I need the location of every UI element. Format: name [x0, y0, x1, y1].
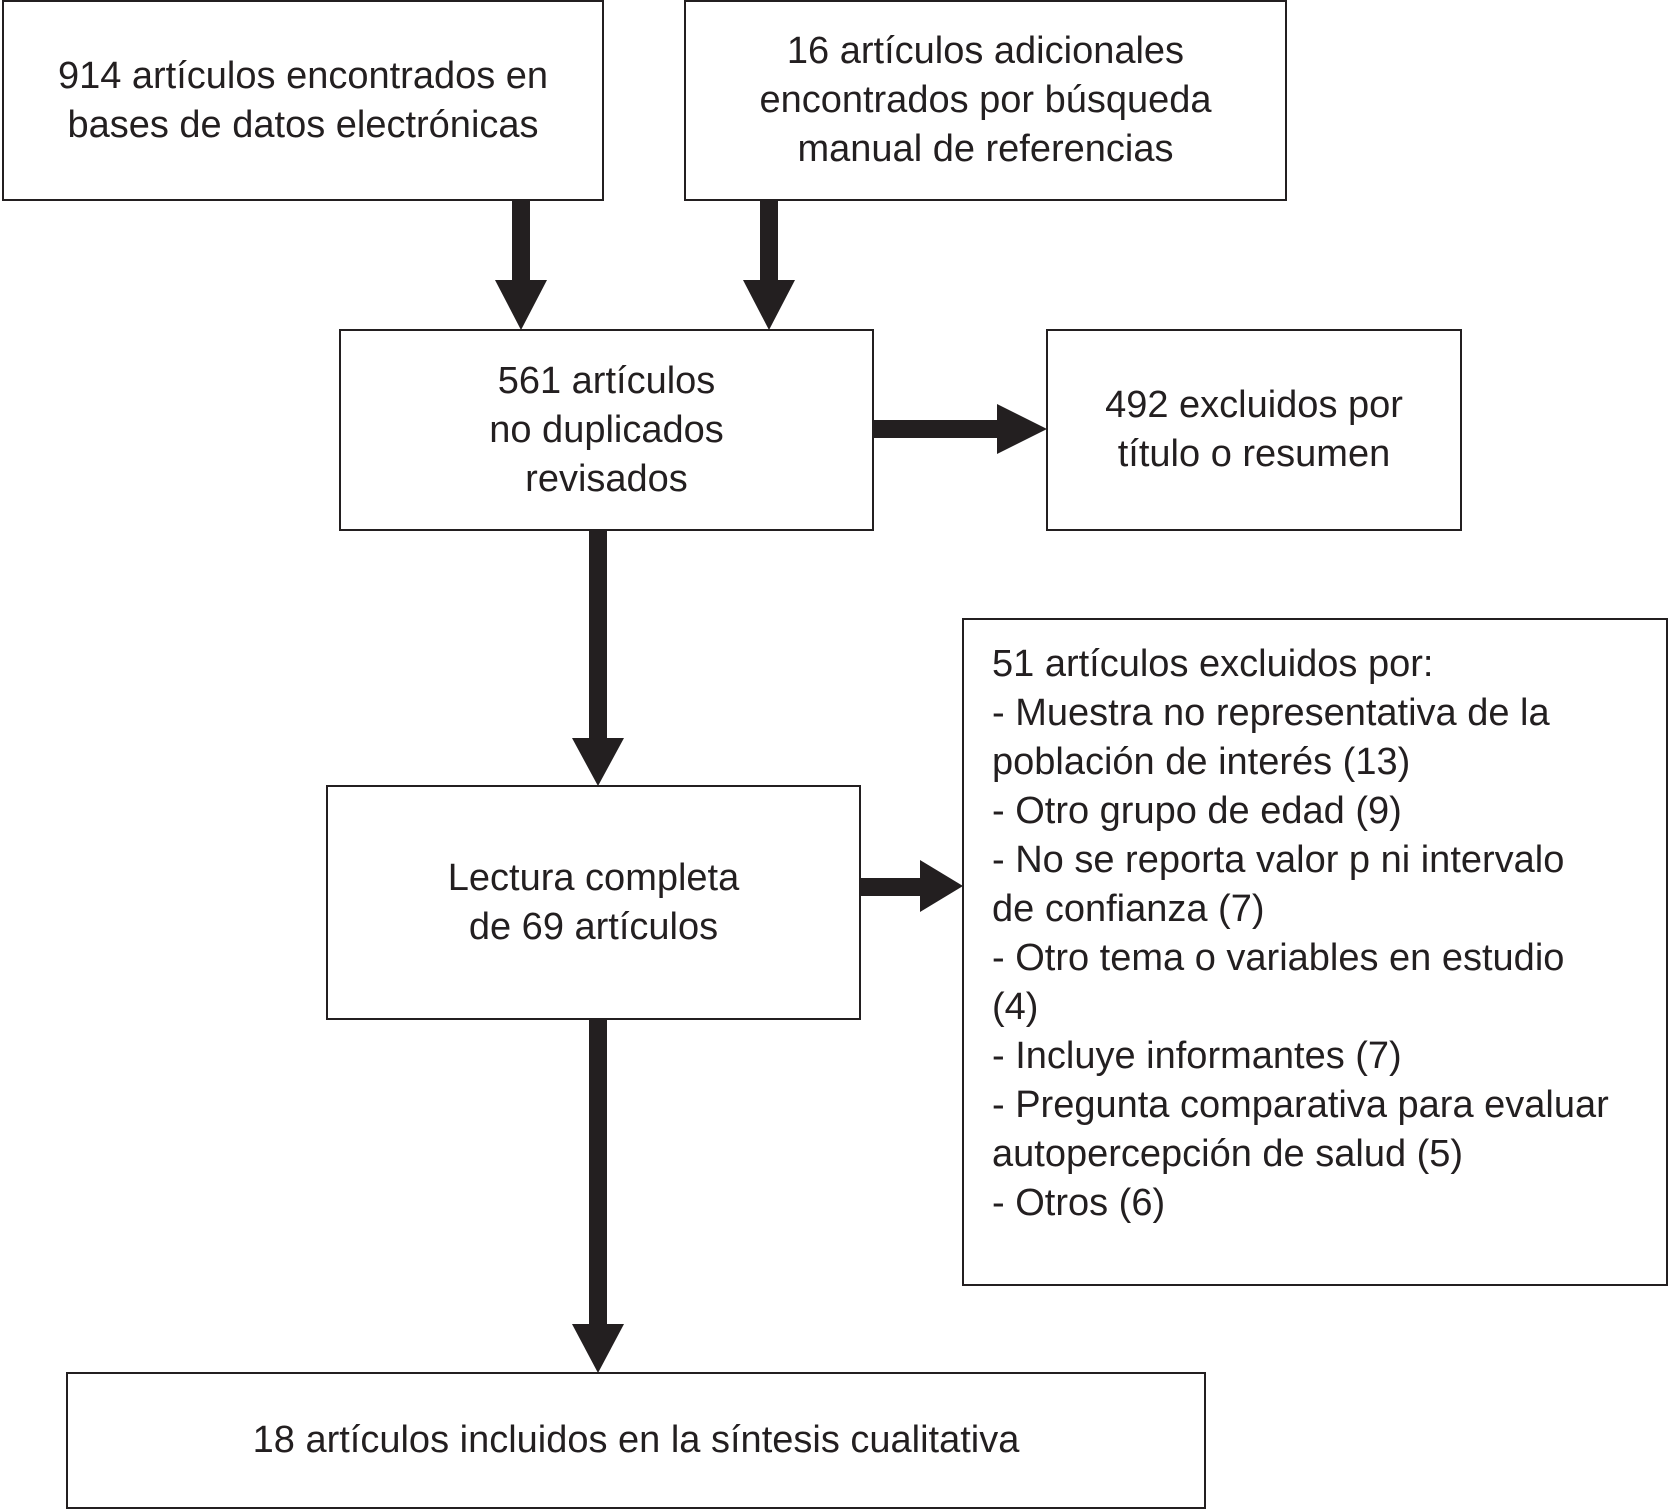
exclusion-reason-line: - Otro tema o variables en estudio: [992, 937, 1565, 979]
included-box: 18 artículos incluidos en la síntesis cu…: [66, 1372, 1206, 1509]
arrow-fulltext-to-included: [572, 1018, 624, 1373]
arrow-screened-to-excluded: [873, 404, 1047, 454]
exclusion-reason-line: - Incluye informantes (7): [992, 1035, 1402, 1077]
db-search-line: 914 artículos encontrados en: [57, 54, 549, 97]
db-search-line: bases de datos electrónicas: [67, 103, 539, 146]
exclusion-reason-line: población de interés (13): [992, 741, 1411, 783]
screened-line: 561 artículos: [497, 359, 716, 402]
arrow-screened-to-fulltext: [572, 530, 624, 786]
exclusion-reason-line: - Otros (6): [992, 1182, 1166, 1224]
excluded-title-box: 492 excluidos por título o resumen: [1046, 329, 1462, 531]
arrow-manual-to-screened: [743, 200, 795, 330]
manual-search-box: 16 artículos adicionales encontrados por…: [684, 0, 1287, 201]
screened-line: no duplicados: [489, 408, 724, 451]
manual-search-line: manual de referencias: [797, 128, 1174, 170]
exclusion-heading: 51 artículos excluidos por:: [992, 643, 1434, 685]
manual-search-line: 16 artículos adicionales: [786, 30, 1185, 72]
excluded-full-text-box: 51 artículos excluidos por: - Muestra no…: [962, 618, 1668, 1286]
manual-search-line: encontrados por búsqueda: [759, 79, 1212, 121]
excluded-title-line: título o resumen: [1117, 433, 1391, 475]
exclusion-reason-line: de confianza (7): [992, 888, 1265, 930]
screened-box: 561 artículos no duplicados revisados: [339, 329, 874, 531]
arrow-fulltext-to-excluded: [860, 860, 963, 912]
full-text-line: de 69 artículos: [468, 905, 719, 948]
exclusion-reason-line: - Muestra no representativa de la: [992, 692, 1550, 734]
exclusion-reason-line: autopercepción de salud (5): [992, 1133, 1464, 1175]
exclusion-reason-line: - Otro grupo de edad (9): [992, 790, 1402, 832]
exclusion-reason-line: (4): [992, 986, 1039, 1028]
full-text-box: Lectura completa de 69 artículos: [326, 785, 861, 1020]
included-line: 18 artículos incluidos en la síntesis cu…: [252, 1419, 1020, 1461]
full-text-line: Lectura completa: [447, 856, 740, 899]
exclusion-reason-line: - Pregunta comparativa para evaluar: [992, 1084, 1609, 1126]
db-search-box: 914 artículos encontrados en bases de da…: [2, 0, 604, 201]
exclusion-reason-line: - No se reporta valor p ni intervalo: [992, 839, 1565, 881]
excluded-title-line: 492 excluidos por: [1105, 384, 1403, 426]
arrow-db-to-screened: [495, 200, 547, 330]
screened-line: revisados: [525, 457, 688, 500]
